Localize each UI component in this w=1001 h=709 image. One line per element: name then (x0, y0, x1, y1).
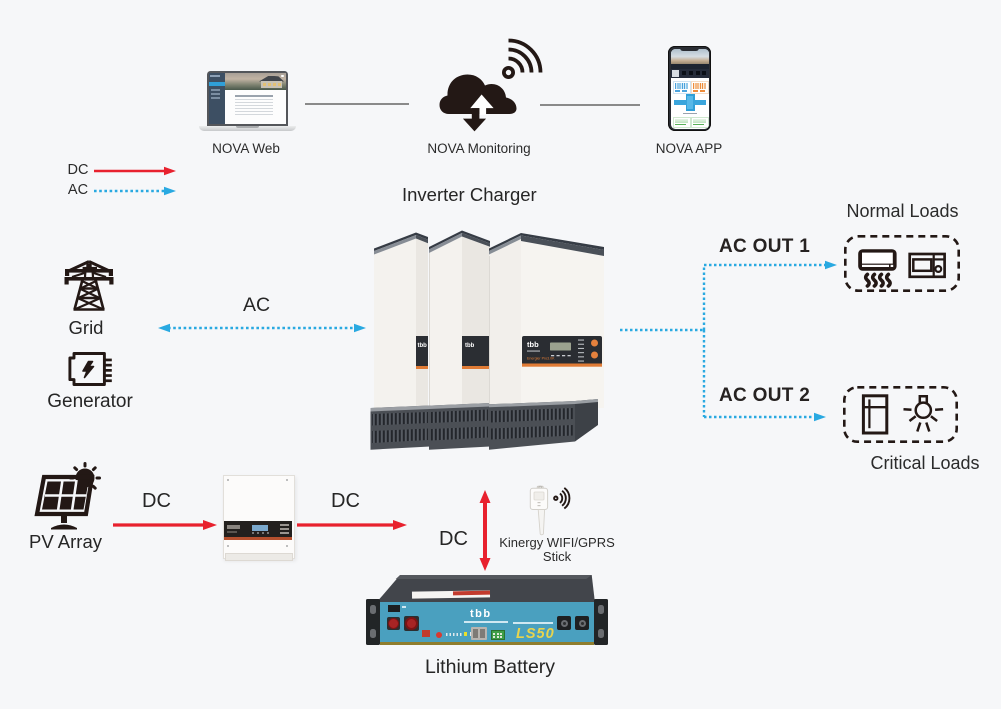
svg-text:tbb: tbb (465, 343, 475, 349)
svg-text:tbb: tbb (418, 343, 428, 349)
svg-text:tbb: tbb (527, 340, 539, 349)
svg-text:Energier Pro3.0K: Energier Pro3.0K (527, 357, 555, 361)
